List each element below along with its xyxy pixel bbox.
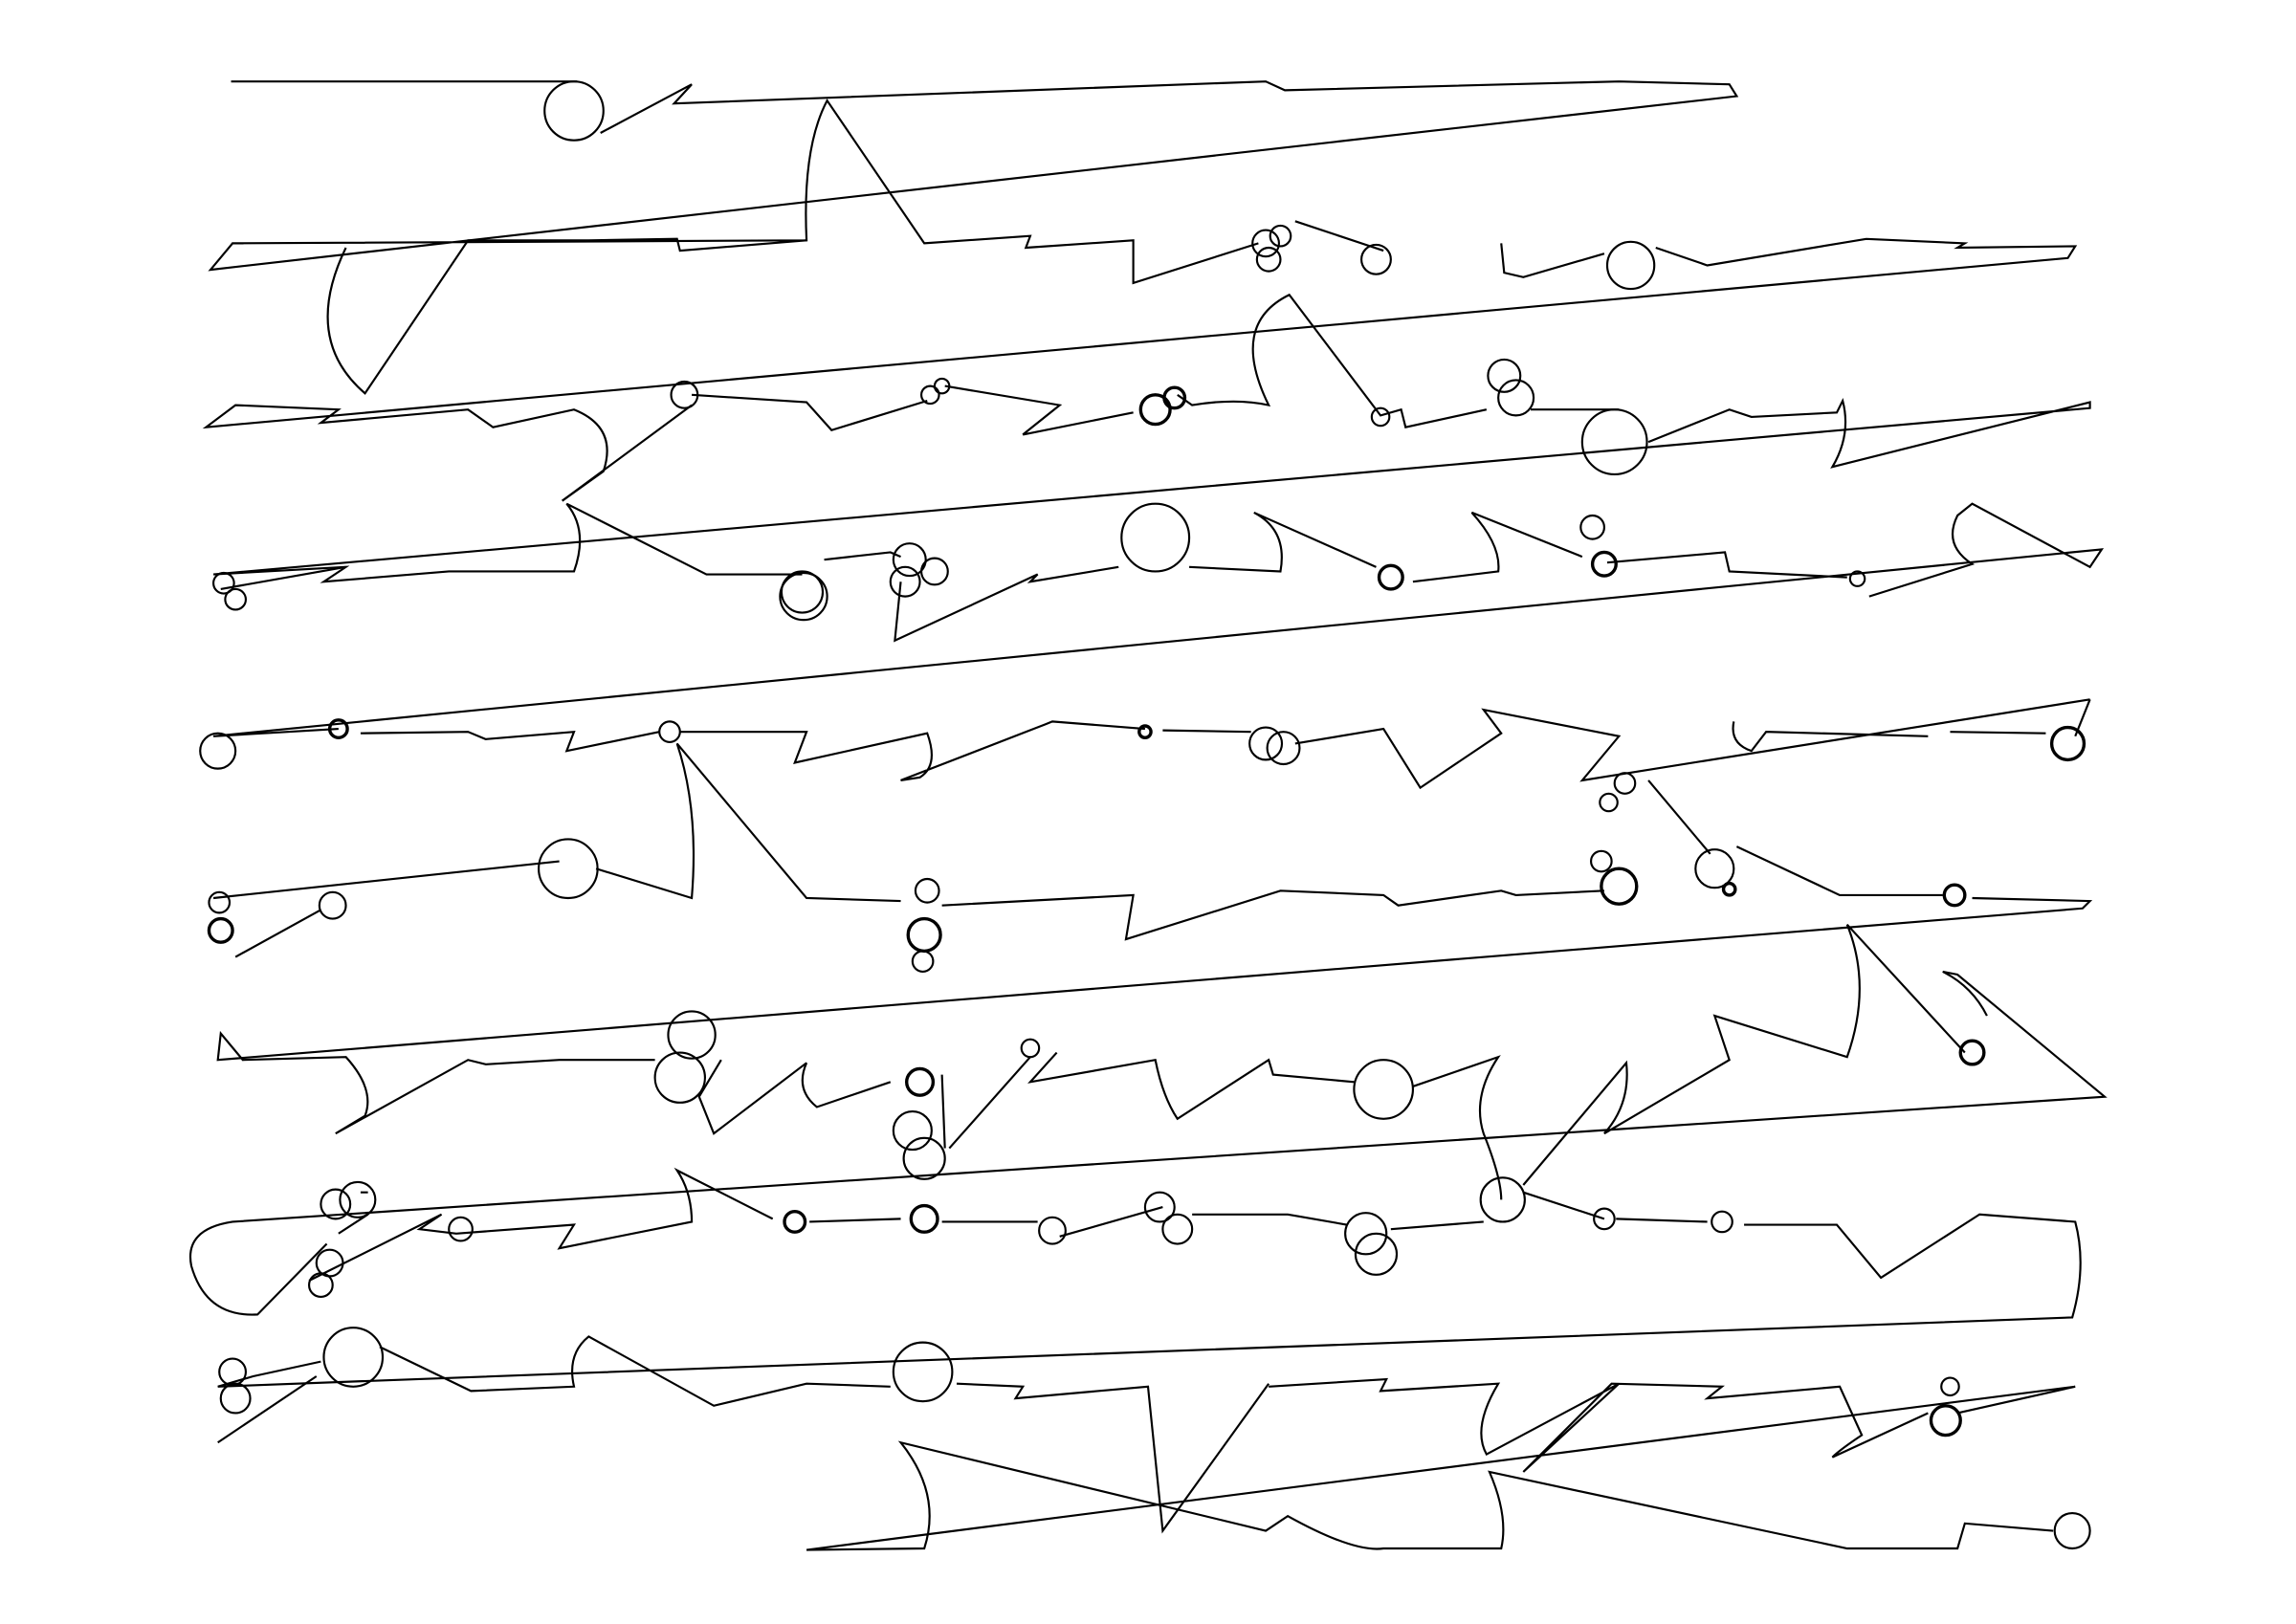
circle-mark <box>1143 1191 1176 1223</box>
circle-mark <box>1487 358 1522 393</box>
circle-mark <box>207 916 234 944</box>
circle-mark <box>1161 1213 1194 1245</box>
circle-mark <box>783 1210 807 1234</box>
circle-mark <box>1848 570 1866 587</box>
circle-mark <box>1038 1216 1067 1245</box>
circle-mark <box>933 377 951 395</box>
circle-mark <box>906 916 942 954</box>
circle-mark <box>1269 224 1292 248</box>
circle-mark <box>1613 772 1637 795</box>
circle-mark <box>2049 725 2086 762</box>
circle-mark <box>1020 1038 1041 1059</box>
circle-mark <box>1605 240 1656 291</box>
circle-mark <box>1711 1210 1733 1234</box>
circle-mark <box>667 1010 717 1060</box>
circle-mark <box>1580 408 1648 475</box>
circle-mark <box>653 1051 707 1104</box>
circle-mark <box>902 1136 946 1180</box>
row-4-tail <box>217 565 346 1444</box>
circle-mark <box>889 565 921 598</box>
row-1-stroke <box>202 80 2078 502</box>
circle-mark <box>2053 1512 2091 1550</box>
continuous-path <box>188 80 2108 1551</box>
circle-mark <box>670 380 699 409</box>
circle-mark <box>543 80 605 142</box>
circle-mark <box>1360 243 1392 275</box>
circle-mark <box>1721 881 1737 897</box>
circle-mark <box>1590 550 1618 578</box>
circle-mark <box>218 1357 247 1387</box>
circle-mark <box>920 384 940 406</box>
circle-mark <box>1255 246 1282 273</box>
circle-mark <box>1600 867 1639 906</box>
circle-mark <box>1248 726 1284 761</box>
circle-mark <box>1377 563 1404 591</box>
circle-mark <box>318 890 347 920</box>
circle-mark <box>1694 848 1735 889</box>
circle-mark <box>911 950 935 973</box>
circle-mark <box>1940 1376 1960 1397</box>
circle-mark <box>448 1216 474 1242</box>
circle-mark <box>315 1248 344 1278</box>
row-4-stroke <box>188 923 2108 1551</box>
circle-mark <box>892 542 927 578</box>
circle-mark <box>780 570 825 614</box>
circle-mark <box>1929 1404 1962 1437</box>
circle-mark <box>909 1203 939 1234</box>
circle-mark <box>339 1180 377 1218</box>
circle-mark <box>1590 849 1613 873</box>
circle-mark <box>208 890 232 914</box>
circle-mark <box>1942 883 1967 908</box>
circle-mark <box>1370 406 1391 428</box>
circle-mark <box>1354 1232 1399 1276</box>
row-1-loop <box>326 237 807 395</box>
circle-mark <box>1137 724 1153 739</box>
circle-mark <box>538 838 599 900</box>
circle-mark <box>320 1188 352 1220</box>
circle-mark <box>327 718 349 739</box>
circle-mark <box>1958 1039 1986 1066</box>
circle-mark <box>914 877 940 904</box>
circle-mark <box>1138 393 1172 427</box>
circle-mark <box>322 1327 385 1388</box>
circle-mark <box>905 1066 936 1097</box>
circle-mark <box>199 732 237 770</box>
circle-mark <box>779 571 828 622</box>
circle-mark <box>1344 1212 1388 1256</box>
row-2-stroke <box>212 293 2105 790</box>
circle-mark <box>1120 502 1191 573</box>
circle-mark <box>1497 379 1535 417</box>
circle-mark <box>219 1382 252 1415</box>
circle-mark <box>1251 229 1280 258</box>
circle-marks <box>199 80 2091 1550</box>
row-3-stroke <box>212 698 2093 1200</box>
circle-mark <box>224 587 247 611</box>
circle-mark <box>1599 792 1619 813</box>
circle-mark <box>892 1110 933 1152</box>
circle-mark <box>1266 731 1301 766</box>
circle-mark <box>212 571 235 595</box>
circle-mark <box>920 557 949 586</box>
circle-mark <box>1353 1059 1414 1120</box>
circle-mark <box>1579 514 1606 540</box>
circle-mark <box>1162 385 1187 410</box>
circle-mark <box>1479 1176 1526 1223</box>
circle-mark <box>1593 1207 1616 1231</box>
circle-mark <box>308 1272 334 1299</box>
circle-mark <box>658 720 681 743</box>
circle-mark <box>892 1341 954 1403</box>
